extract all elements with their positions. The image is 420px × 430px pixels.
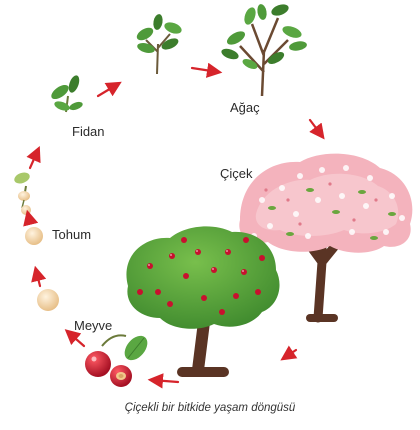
arrow-sprout-to-sapling [30, 150, 38, 168]
label-flower: Çiçek [220, 166, 253, 181]
seed [37, 289, 59, 311]
arrow-tree-to-flower [310, 120, 322, 136]
seed-small [21, 205, 31, 215]
label-sapling: Fidan [72, 124, 105, 139]
fruit-tree [126, 226, 279, 372]
label-fruit: Meyve [74, 318, 112, 333]
arrow-fruit-to-seed [68, 332, 84, 346]
arrow-sapling-to-medium [98, 84, 118, 96]
arrow-germinating-to-sprout [28, 214, 30, 222]
cherry-fruit [85, 331, 152, 387]
seed-germinating [25, 227, 43, 245]
seedling-small [49, 74, 84, 112]
arrow-seed-to-germinating [36, 270, 40, 286]
label-tree: Ağaç [230, 100, 260, 115]
arrow-medium-to-tree [192, 68, 218, 72]
diagram-caption: Çiçekli bir bitkide yaşam döngüsü [0, 402, 420, 414]
label-seed: Tohum [52, 227, 91, 242]
young-tree [220, 2, 308, 96]
arrow-fruit-tree-to-fruit [152, 380, 178, 382]
arrow-flower-to-fruit-tree [284, 350, 296, 358]
sapling-medium [135, 13, 183, 74]
seed-sprouting [13, 171, 31, 208]
